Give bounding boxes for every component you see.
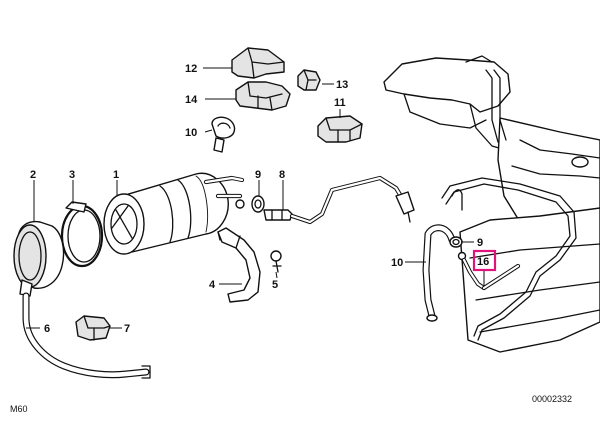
callout-11[interactable]: 10 [391, 257, 403, 269]
part-15-holder [235, 81, 291, 111]
leader-lines [26, 67, 485, 329]
part-1-charcoal-canister [103, 172, 245, 255]
part-11-hose [422, 224, 456, 322]
callout-12[interactable]: 11 [334, 97, 346, 109]
callout-4[interactable]: 4 [209, 279, 216, 291]
callout-3[interactable]: 3 [69, 169, 75, 181]
part-12-double-clamp [317, 115, 363, 143]
callout-labels: 12 13 14 11 10 1 2 3 9 8 4 5 6 7 10 9 16 [30, 63, 489, 335]
part-5-bolt [270, 250, 282, 273]
part-10-clamp [211, 116, 236, 153]
highlight-box-part-16 [472, 249, 497, 272]
callout-1[interactable]: 1 [113, 169, 119, 181]
callout-16[interactable]: 16 [477, 256, 489, 268]
drawing-number: 00002332 [532, 394, 572, 404]
part-6-hose [22, 292, 151, 379]
part-8-connector-hose [263, 175, 415, 225]
callout-2[interactable]: 2 [30, 169, 36, 181]
callout-9-right[interactable]: 9 [477, 237, 483, 249]
part-7-clip [75, 315, 111, 341]
callout-15[interactable]: 14 [185, 94, 198, 106]
part-16-pipe [457, 251, 521, 291]
callout-6[interactable]: 6 [44, 323, 50, 335]
part-9-hose-clamp-left [251, 195, 265, 213]
part-3-band-clamp [60, 201, 104, 268]
model-caption: M60 [10, 404, 28, 414]
callout-10[interactable]: 10 [185, 127, 197, 139]
callout-7[interactable]: 7 [124, 323, 130, 335]
callout-14[interactable]: 13 [336, 79, 348, 91]
callout-9-left[interactable]: 9 [255, 169, 261, 181]
part-9-hose-clamp-right [449, 236, 463, 248]
callout-5[interactable]: 5 [272, 279, 278, 291]
vent-line [441, 177, 577, 341]
callout-8[interactable]: 8 [279, 169, 285, 181]
callout-13[interactable]: 12 [185, 63, 197, 75]
part-14-clip [297, 69, 321, 91]
part-13-cover [231, 47, 285, 79]
part-2-filter-housing [13, 220, 65, 297]
part-4-bracket [217, 227, 261, 303]
